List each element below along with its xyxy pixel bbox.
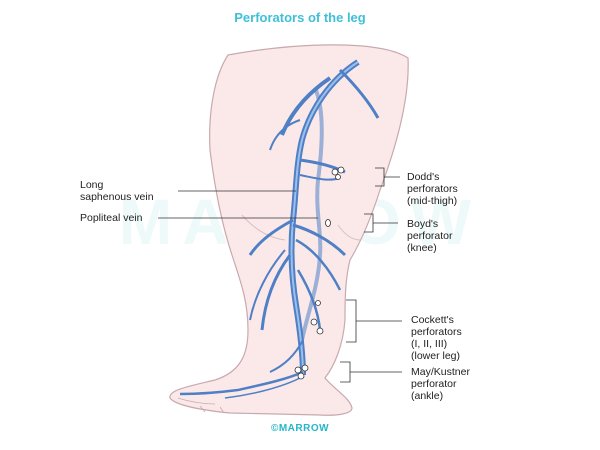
cockett-perforator-markers xyxy=(310,300,324,335)
bracket-boyd xyxy=(364,213,398,233)
label-dodds-perforators: Dodd's perforators (mid-thigh) xyxy=(407,171,458,207)
label-popliteal-vein: Popliteal vein xyxy=(80,212,143,224)
label-may-kustner-perforator: May/Kustner perforator (ankle) xyxy=(411,366,470,402)
upper-branch-2 xyxy=(338,68,380,119)
diagram-title: Perforators of the leg xyxy=(234,10,366,25)
lower-branch-3 xyxy=(296,269,322,331)
may-kustner-perforator-markers xyxy=(294,364,309,380)
upper-branch-3 xyxy=(269,119,301,151)
bracket-dodd xyxy=(375,167,400,187)
knee-branch-2 xyxy=(292,223,347,257)
leg-outline xyxy=(169,44,409,416)
popliteal-vein xyxy=(298,87,324,351)
knee-branch-1 xyxy=(248,218,294,256)
boyd-perforator-marker xyxy=(325,219,331,227)
lower-branch-1 xyxy=(260,254,292,331)
foot-vein xyxy=(179,370,304,396)
label-cocketts-perforators: Cockett's perforators (I, II, III) (lowe… xyxy=(411,314,462,362)
dodd-perforator-markers xyxy=(331,166,345,180)
label-long-saphenous-vein: Long saphenous vein xyxy=(80,179,154,203)
lower-branch-2 xyxy=(249,249,286,321)
bracket-may-kustner xyxy=(340,361,402,383)
footer-brand: ©MARROW xyxy=(270,423,330,434)
label-boyds-perforator: Boyd's perforator (knee) xyxy=(407,218,453,254)
knee-crease xyxy=(241,214,361,241)
bracket-cockett xyxy=(346,299,402,343)
toe-lines xyxy=(177,397,225,414)
